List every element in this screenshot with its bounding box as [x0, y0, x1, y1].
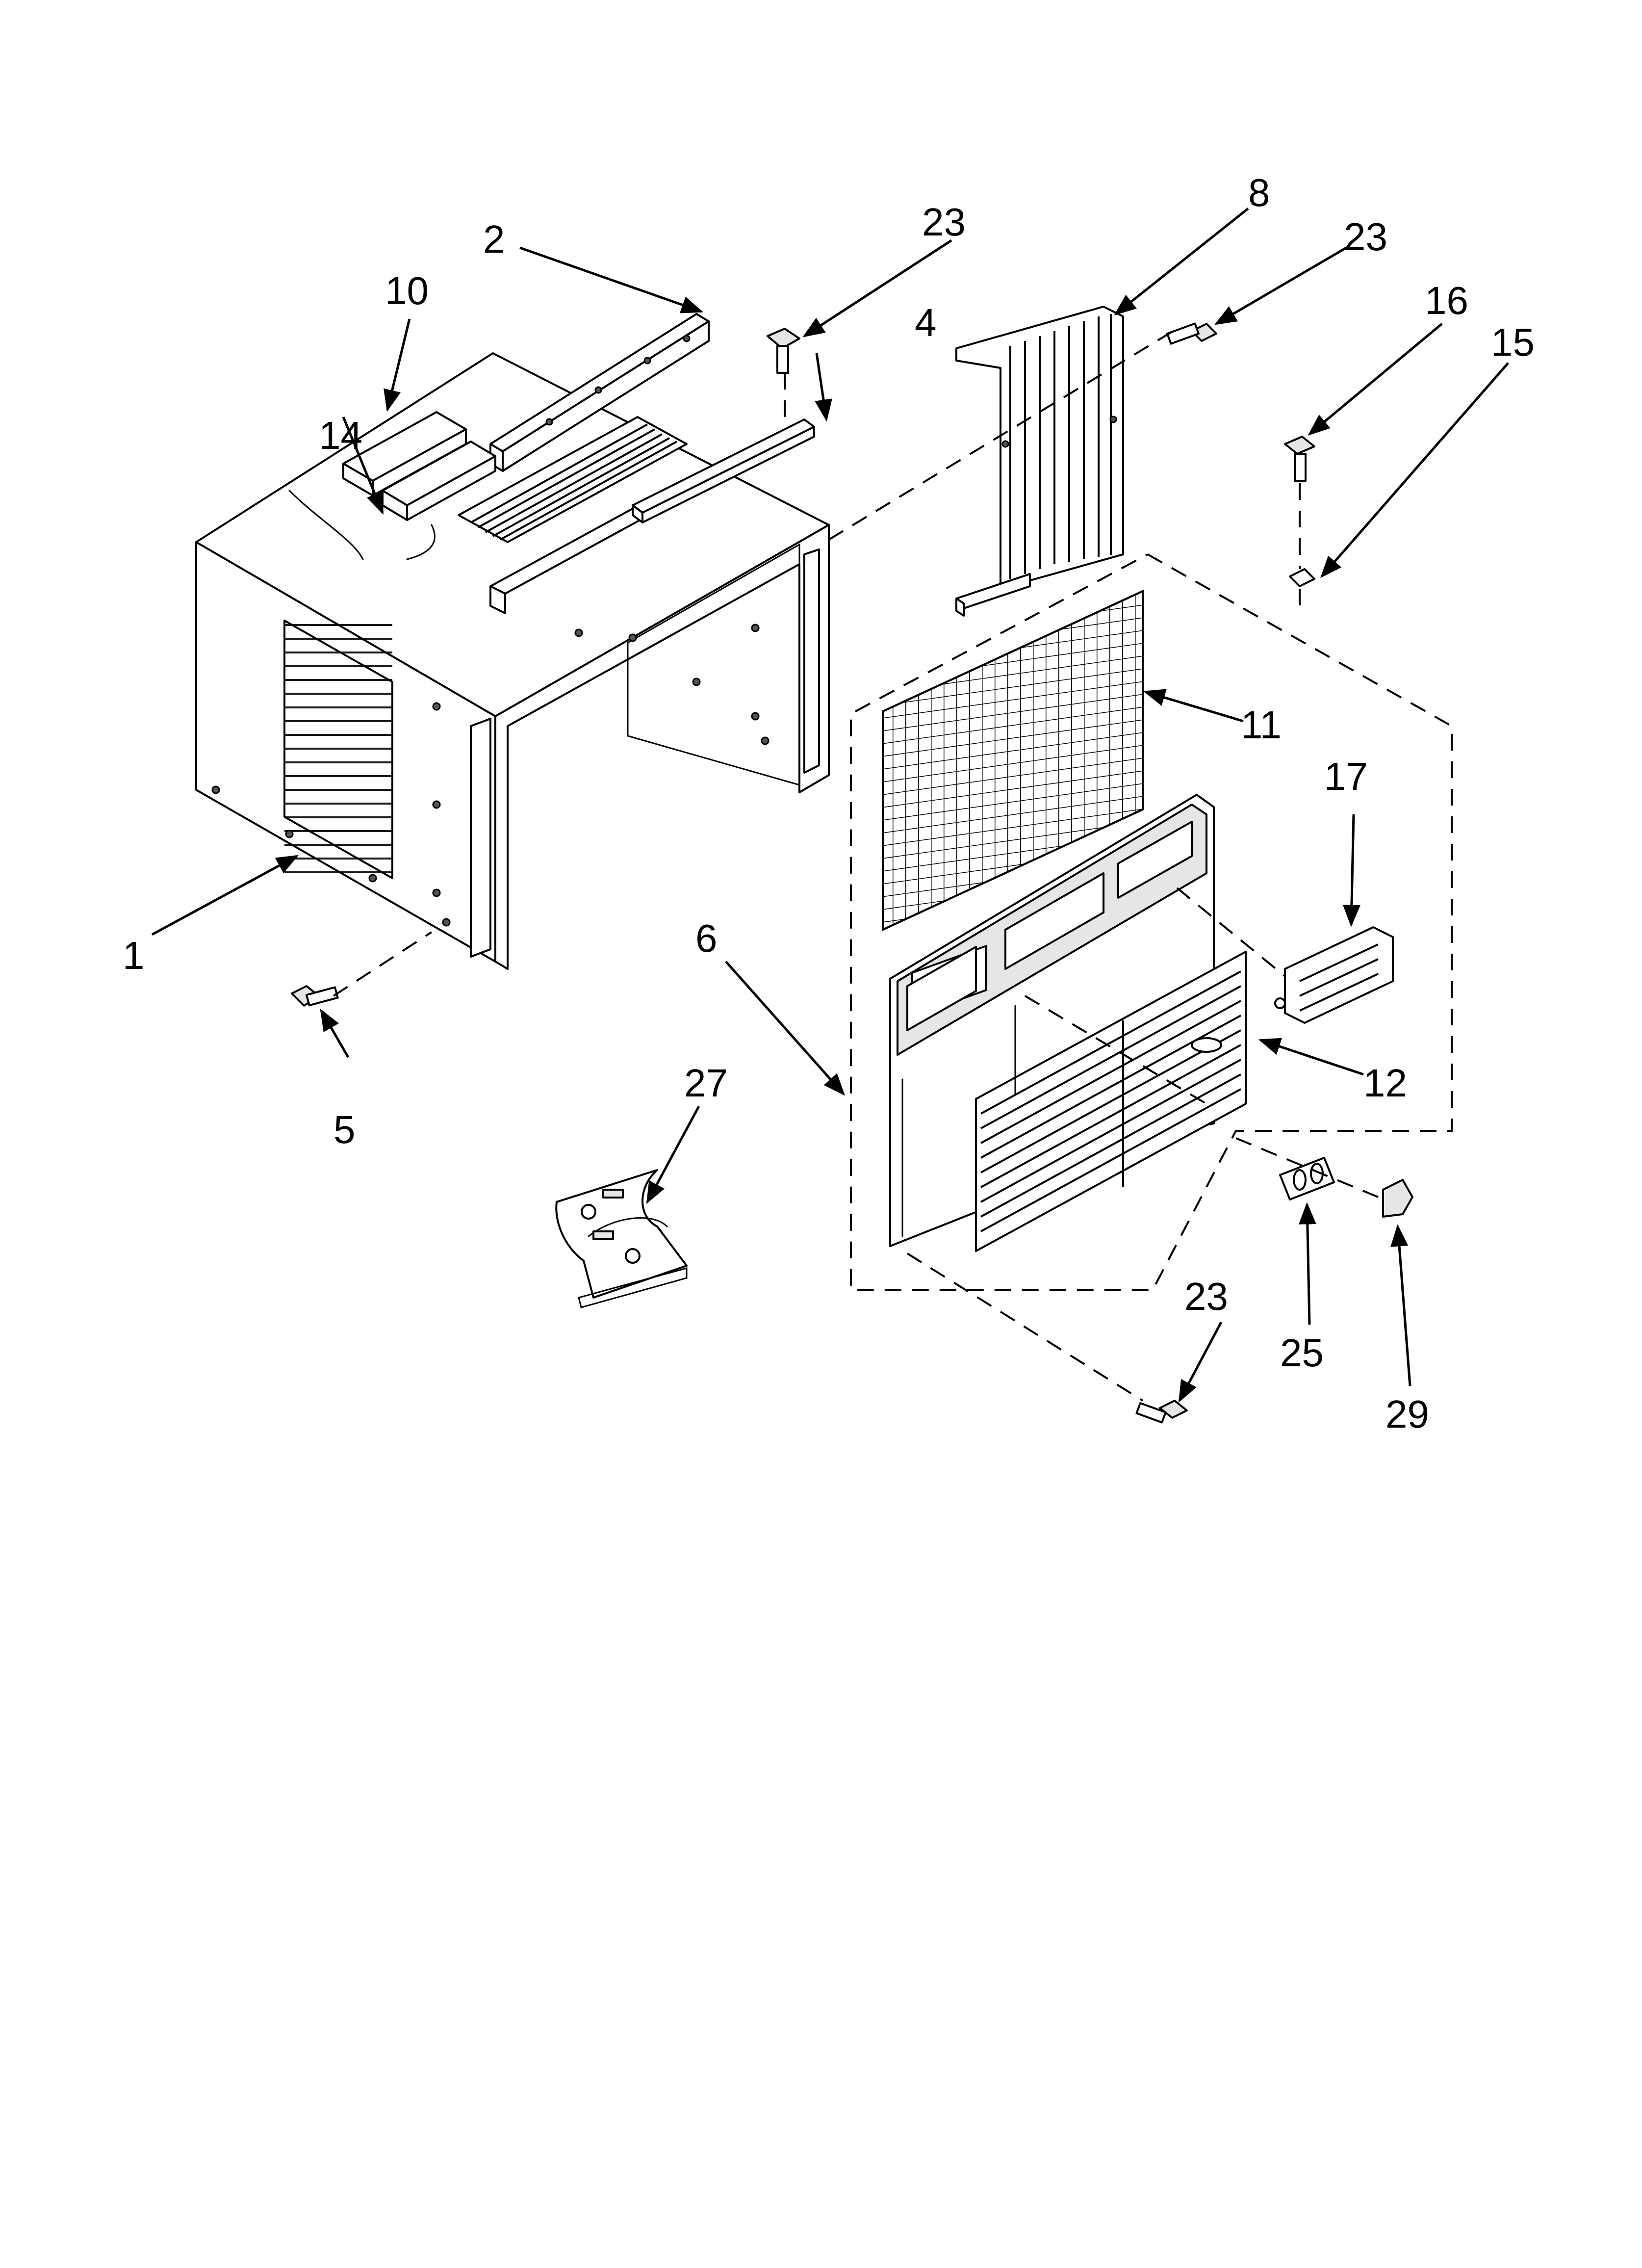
label-part-17: 17: [1324, 755, 1368, 798]
clip-15: [1289, 568, 1315, 587]
front-panel: [889, 794, 1247, 1252]
knob-29: [1382, 1179, 1413, 1218]
label-part-25: 25: [1280, 1331, 1324, 1375]
label-part-23-bottom: 23: [1184, 1275, 1228, 1318]
label-part-15: 15: [1491, 320, 1535, 364]
label-part-27: 27: [684, 1061, 728, 1105]
side-curtain: [955, 306, 1124, 617]
label-part-29: 29: [1385, 1392, 1429, 1436]
screw-23-side: [1166, 322, 1217, 345]
label-part-10: 10: [385, 269, 429, 313]
label-part-1: 1: [123, 934, 145, 977]
label-part-2: 2: [483, 217, 505, 261]
screw-5: [291, 985, 339, 1007]
top-rail: [489, 313, 710, 472]
side-rail: [632, 418, 815, 523]
screw-23-top: [767, 328, 800, 374]
mounting-bracket-27: [555, 1169, 688, 1308]
label-part-14: 14: [319, 414, 362, 457]
screw-23-bottom: [1135, 1400, 1188, 1424]
foam-blocks: [342, 411, 496, 521]
label-part-8: 8: [1248, 171, 1270, 214]
label-part-23-top: 23: [922, 200, 966, 244]
label-part-5: 5: [334, 1108, 356, 1151]
label-part-12: 12: [1363, 1061, 1407, 1105]
label-part-4: 4: [915, 301, 937, 344]
air-filter: [882, 589, 1144, 932]
knob-cover-25: [1279, 1157, 1335, 1200]
label-part-23-side: 23: [1344, 215, 1387, 259]
label-part-6: 6: [695, 916, 718, 960]
part-labels: 1 2 4 5 6 8 10 11 12 14 15 16 17 23 23 2…: [123, 171, 1535, 1436]
air-vent: [1274, 926, 1394, 1024]
label-part-16: 16: [1425, 279, 1468, 322]
leader-arrows: [151, 208, 1509, 1403]
assembly-dashes: [333, 328, 1453, 1402]
screw-16: [1284, 436, 1315, 482]
label-part-11: 11: [1241, 703, 1282, 747]
